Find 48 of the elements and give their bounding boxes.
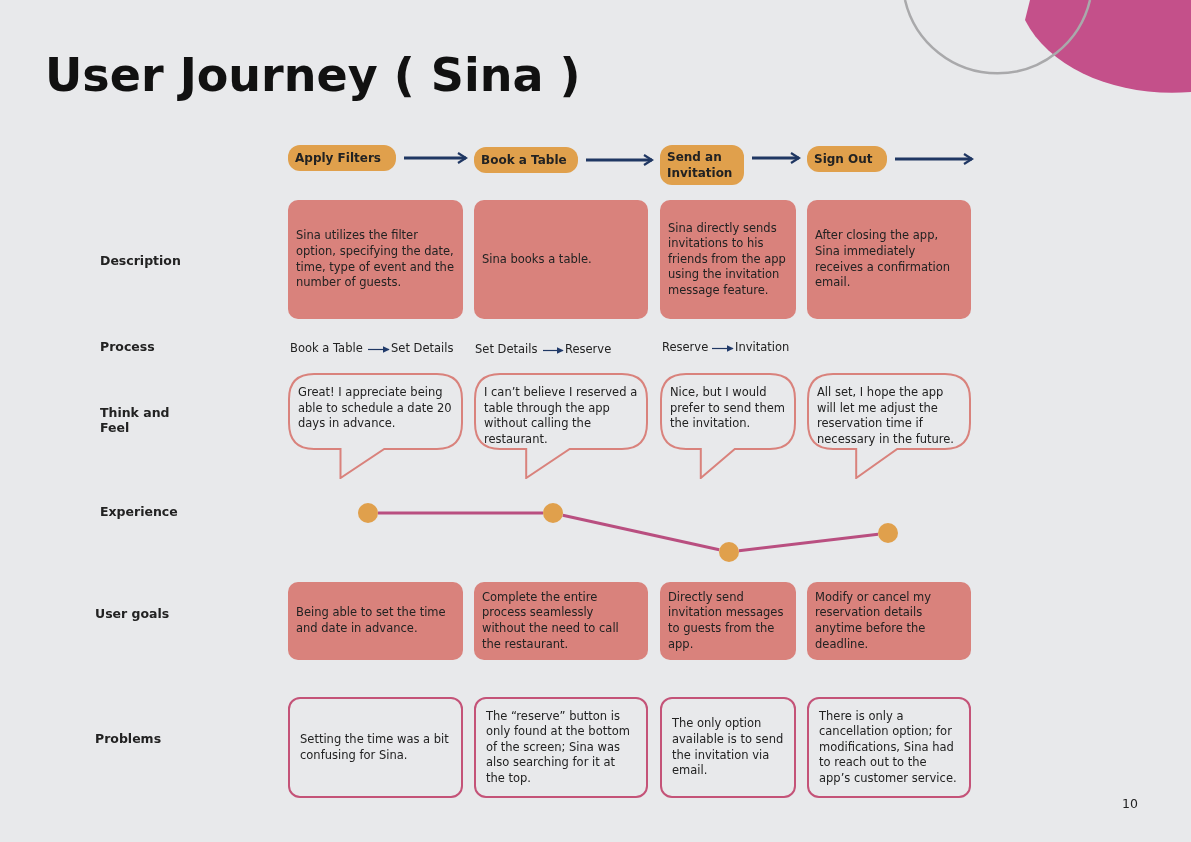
arrow (895, 152, 974, 166)
process-step: Reserve (662, 339, 710, 356)
row-heading: User goals (95, 606, 170, 621)
experience-dot (358, 503, 378, 523)
connector-line (562, 513, 720, 552)
arrow (542, 347, 564, 354)
speech-bubble: All set, I hope the app will let me adjust the reservation time if necessary in the future. (807, 373, 971, 479)
experience-dot (878, 523, 898, 543)
row-heading: Think and Feel (100, 405, 171, 435)
problem-card: The “reserve” button is only found at the bottom of the screen; Sina was also searching for it at the top. (474, 697, 648, 798)
arrow (367, 346, 390, 353)
speech-bubble: Great! I appreciate being able to schedule a date 20 days in advance. (288, 373, 463, 479)
text-card: Directly send invitation messages to guests from the app. (660, 582, 796, 660)
connector-line (378, 511, 543, 515)
step-pill: Apply Filters (288, 145, 396, 171)
arrow (752, 151, 801, 165)
row-heading: Description (100, 253, 181, 268)
process-step: Set Details (391, 340, 457, 357)
text-card: Sina directly sends invitations to his friends from the app using the invitation message feature. (660, 200, 796, 319)
problem-card: There is only a cancellation option; for modifications, Sina had to reach out to the app’s customer service. (807, 697, 971, 798)
process-step: Set Details (475, 341, 541, 358)
arrow (404, 151, 468, 165)
text-card: Sina books a table. (474, 200, 648, 319)
row-heading: Experience (100, 504, 178, 519)
text-card: After closing the app, Sina immediately receives a confirmation email. (807, 200, 971, 319)
process-step: Reserve (565, 341, 615, 358)
speech-bubble: Nice, but I would prefer to send them the invitation. (660, 373, 796, 479)
experience-dot (543, 503, 563, 523)
step-pill: Send an Invitation (660, 145, 744, 185)
arrow (711, 345, 734, 352)
arrow (586, 153, 654, 167)
row-heading: Problems (95, 731, 162, 746)
connector-line (738, 532, 879, 553)
process-step: Invitation (735, 339, 791, 356)
step-pill: Book a Table (474, 147, 578, 173)
row-heading: Process (100, 339, 155, 354)
text-card: Sina utilizes the filter option, specifying the date, time, type of event and the number of guests. (288, 200, 463, 319)
text-card: Modify or cancel my reservation details anytime before the deadline. (807, 582, 971, 660)
page-title: User Journey ( Sina ) (45, 48, 581, 102)
speech-bubble: I can’t believe I reserved a table through the app without calling the restaurant. (474, 373, 648, 479)
step-pill: Sign Out (807, 146, 887, 172)
text-card: Complete the entire process seamlessly without the need to call the restaurant. (474, 582, 648, 660)
text-card: Being able to set the time and date in advance. (288, 582, 463, 660)
process-step: Book a Table (290, 340, 366, 357)
problem-card: Setting the time was a bit confusing for Sina. (288, 697, 463, 798)
problem-card: The only option available is to send the invitation via email. (660, 697, 796, 798)
page-number: 10 (1122, 796, 1138, 811)
experience-dot (719, 542, 739, 562)
